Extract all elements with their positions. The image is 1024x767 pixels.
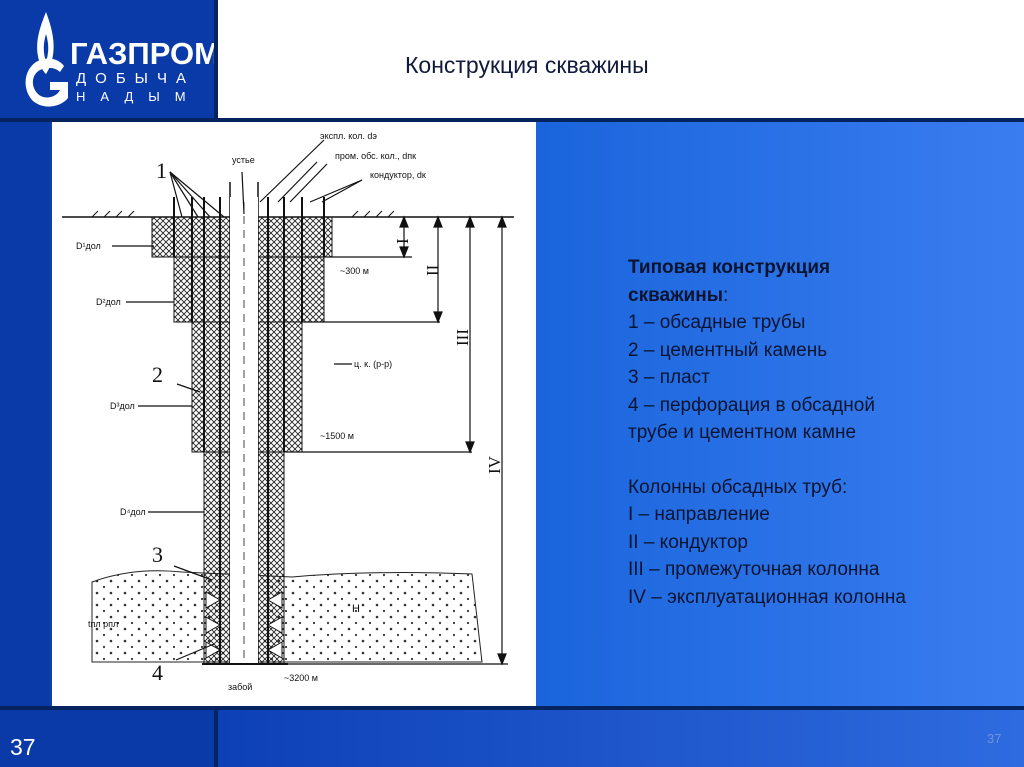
legend-heading-2-bold: скважины (628, 284, 723, 306)
column-item: II – кондуктор (628, 531, 749, 553)
label-d1: D¹дол (76, 241, 101, 251)
legend-text: Типовая конструкция скважины: 1 – обсадн… (628, 254, 906, 611)
legend-item: 2 – цементный камень (628, 339, 828, 361)
label-depth-300: ~300 м (340, 266, 369, 276)
column-item: I – направление (628, 504, 770, 525)
header-divider (0, 118, 1024, 122)
page-number-right: 37 (987, 731, 1002, 746)
footer-right (218, 710, 1024, 767)
column-item: IV – эксплуатационная колонна (628, 586, 906, 608)
label-top-b: пром. обс. кол., dпк (335, 151, 416, 161)
logo-brand: ГАЗПРОМ (70, 36, 220, 71)
footer-left (0, 710, 214, 767)
perforations (205, 591, 283, 659)
label-depth-1500: ~1500 м (320, 431, 354, 441)
label-d2: D²дол (96, 297, 121, 307)
page-title: Конструкция скважины (405, 52, 649, 78)
gazprom-flame-icon (25, 12, 68, 107)
columns-title: Колонны обсадных труб: (628, 476, 848, 498)
footer-vdivider (214, 710, 218, 767)
label-d4: D⁴дол (120, 507, 146, 517)
label-formation-tp: tпл pпл (88, 619, 118, 629)
label-roman-IV: IV (485, 455, 504, 474)
legend-item: 1 – обсадные трубы (628, 312, 806, 333)
label-roman-II: II (423, 264, 442, 276)
label-depth-3200: ~3200 м (284, 673, 318, 683)
well-construction-diagram: устье экспл. кол. dэ пром. обс. кол., dп… (62, 131, 514, 692)
label-number-4: 4 (152, 660, 163, 685)
legend-spacer (628, 447, 906, 474)
label-number-1: 1 (156, 158, 167, 183)
label-roman-III: III (453, 329, 472, 346)
label-top-c: кондуктор, dк (370, 170, 426, 180)
label-ustye: устье (232, 155, 255, 165)
logo-divider (214, 0, 218, 118)
label-number-3: 3 (152, 542, 163, 567)
well-diagram-panel: устье экспл. кол. dэ пром. обс. кол., dп… (52, 122, 536, 706)
header-band (218, 0, 1024, 118)
label-roman-I: I (393, 238, 412, 244)
left-strip (0, 122, 49, 708)
legend-heading-2-tail: : (722, 284, 729, 306)
label-cement: ц. к. (р-р) (354, 359, 392, 369)
label-top-a: экспл. кол. dэ (320, 131, 377, 141)
formation-layer (91, 570, 483, 663)
label-d3: D³дол (110, 401, 135, 411)
legend-item: трубе и цементном камне (628, 422, 857, 443)
label-formation-h: H (352, 603, 360, 615)
legend-heading-1: Типовая конструкция (628, 257, 831, 278)
legend-heading-2: скважины: (628, 282, 906, 310)
footer-divider (0, 706, 1024, 710)
label-zaboy: забой (228, 682, 252, 692)
logo-sub2: НАДЫМ (76, 89, 201, 104)
label-number-2: 2 (152, 362, 163, 387)
logo-sub1: ДОБЫЧА (76, 70, 195, 87)
page-number-left: 37 (10, 734, 36, 760)
column-item: III – промежуточная колонна (628, 559, 880, 580)
logo-box: ГАЗПРОМ ДОБЫЧА НАДЫМ (0, 0, 220, 118)
legend-item: 4 – перфорация в обсадной (628, 394, 875, 416)
legend-item: 3 – пласт (628, 367, 710, 388)
